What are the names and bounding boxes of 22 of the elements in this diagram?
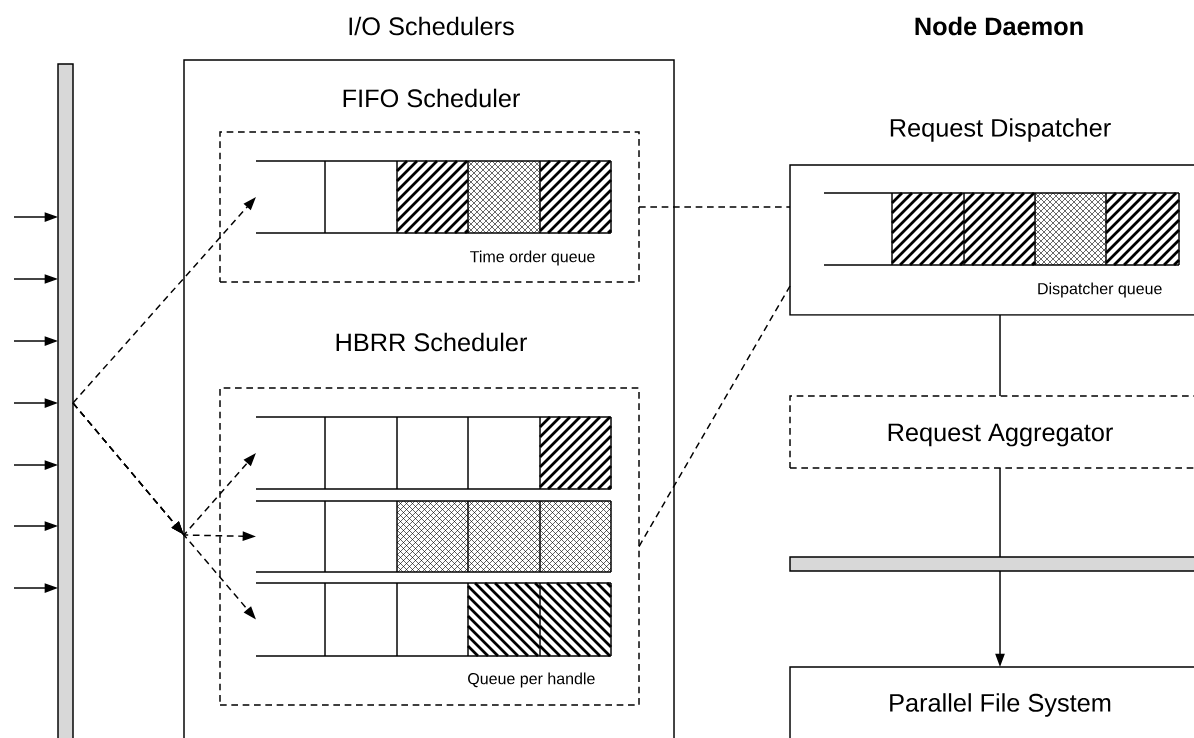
arrow bbox=[72, 197, 256, 404]
connector-line bbox=[999, 467, 1001, 558]
queue-drawing bbox=[255, 581, 613, 658]
panel-heading: FIFO Scheduler bbox=[343, 88, 520, 108]
connector-line bbox=[999, 314, 1001, 397]
column-heading: Node Daemon bbox=[915, 16, 1083, 36]
connector-line bbox=[638, 285, 791, 548]
box-label: Parallel File System bbox=[890, 693, 1111, 717]
queue-caption: Queue per handle bbox=[468, 672, 595, 688]
queue-drawing bbox=[255, 500, 612, 573]
connector-line bbox=[638, 206, 791, 208]
queue-caption: Dispatcher queue bbox=[1038, 282, 1162, 298]
box-label: Request Aggregator bbox=[888, 423, 1113, 447]
panel-heading: HBRR Scheduler bbox=[336, 332, 527, 352]
bus-bar bbox=[789, 556, 1194, 572]
queue-drawing bbox=[255, 159, 613, 235]
queue-drawing bbox=[255, 415, 613, 491]
panel-heading: Request Dispatcher bbox=[890, 118, 1111, 142]
bus-bar bbox=[57, 63, 74, 738]
queue-drawing bbox=[823, 191, 1181, 267]
panel-heading: I/O Schedulers bbox=[349, 16, 514, 36]
queue-caption: Time order queue bbox=[470, 250, 595, 266]
